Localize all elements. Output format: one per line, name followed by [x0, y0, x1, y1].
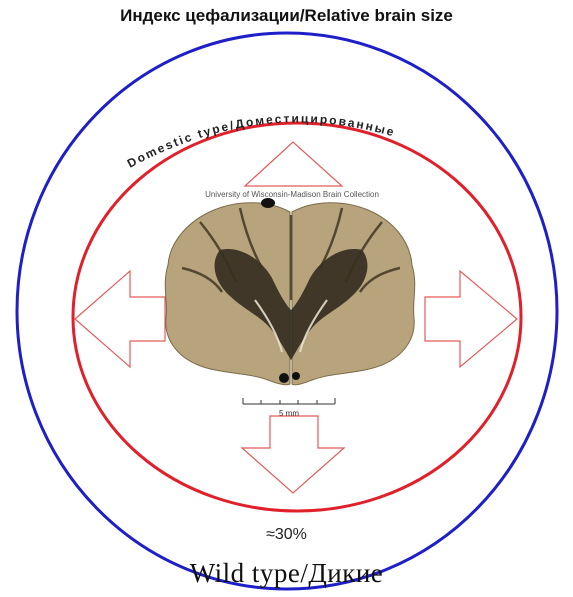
arrow-down [242, 416, 344, 493]
arrow-right [425, 271, 517, 367]
wild-type-label: Wild type/Дикие [0, 558, 573, 589]
brain-section-image [165, 198, 414, 385]
percent-label: ≈30% [0, 526, 573, 544]
image-caption: University of Wisconsin-Madison Brain Co… [205, 190, 379, 199]
domestic-type-label-text: Domestic type/Доместицированные [125, 111, 397, 170]
domestic-type-label: Domestic type/Доместицированные [125, 111, 397, 170]
arrow-up [245, 142, 342, 186]
scale-bar-label: 5 mm [279, 409, 299, 418]
